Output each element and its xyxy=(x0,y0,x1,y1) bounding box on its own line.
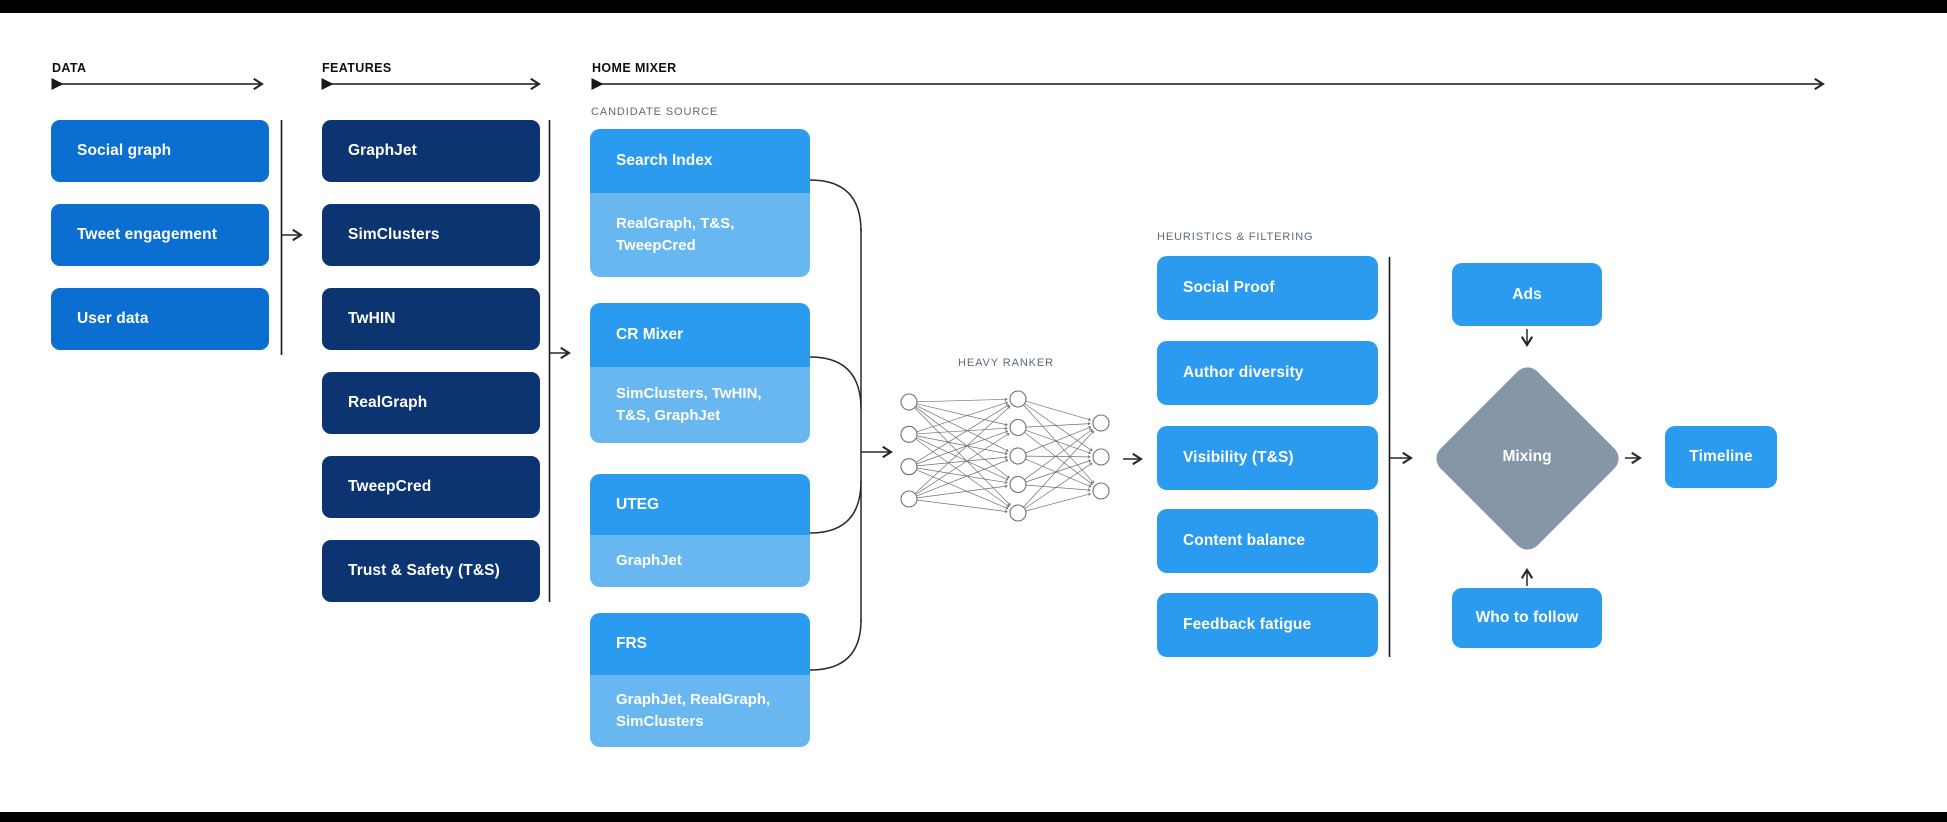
timeline-box: Timeline xyxy=(1665,426,1777,488)
feature-box: GraphJet xyxy=(322,120,540,182)
heuristic-box: Feedback fatigue xyxy=(1157,593,1378,657)
candidate-source-box: FRS GraphJet, RealGraph, SimClusters xyxy=(590,613,810,747)
candidate-subtitle: SimClusters, TwHIN, T&S, GraphJet xyxy=(590,367,810,443)
candidate-title: Search Index xyxy=(590,129,810,193)
candidate-source-box: Search Index RealGraph, T&S, TweepCred xyxy=(590,129,810,277)
heuristic-box: Social Proof xyxy=(1157,256,1378,320)
section-header-features: FEATURES xyxy=(322,61,392,75)
feature-box: TweepCred xyxy=(322,456,540,518)
heuristics-filtering-label: HEURISTICS & FILTERING xyxy=(1157,231,1314,243)
neural-network-edges xyxy=(914,397,1094,514)
data-box: Tweet engagement xyxy=(51,204,269,266)
section-header-data: DATA xyxy=(52,61,87,75)
candidate-subtitle: GraphJet xyxy=(590,535,810,587)
who-to-follow-box: Who to follow xyxy=(1452,588,1602,648)
frs-connector xyxy=(809,619,862,671)
top-letterbox-bar xyxy=(0,0,1947,13)
feature-box: TwHIN xyxy=(322,288,540,350)
candidate-source-box: UTEG GraphJet xyxy=(590,474,810,587)
uteg-connector xyxy=(809,480,862,534)
candidate-title: FRS xyxy=(590,613,810,675)
section-header-home-mixer: HOME MIXER xyxy=(592,61,677,75)
feature-box: Trust & Safety (T&S) xyxy=(322,540,540,602)
cr-mixer-connector xyxy=(809,356,862,410)
candidate-subtitle: GraphJet, RealGraph, SimClusters xyxy=(590,675,810,747)
search-index-connector xyxy=(809,179,862,232)
data-box: User data xyxy=(51,288,269,350)
heuristic-box: Content balance xyxy=(1157,509,1378,573)
mixing-diamond-label: Mixing xyxy=(1502,448,1552,465)
candidate-title: UTEG xyxy=(590,474,810,535)
heavy-ranker-label: HEAVY RANKER xyxy=(958,357,1054,369)
candidate-title: CR Mixer xyxy=(590,303,810,367)
feature-box: SimClusters xyxy=(322,204,540,266)
candidate-subtitle: RealGraph, T&S, TweepCred xyxy=(590,193,810,277)
candidate-source-label: CANDIDATE SOURCE xyxy=(591,106,719,118)
feature-box: RealGraph xyxy=(322,372,540,434)
heuristic-box: Author diversity xyxy=(1157,341,1378,405)
heuristic-box: Visibility (T&S) xyxy=(1157,426,1378,490)
bottom-letterbox-bar xyxy=(0,812,1947,822)
neural-network-nodes xyxy=(900,390,1110,522)
candidate-source-box: CR Mixer SimClusters, TwHIN, T&S, GraphJ… xyxy=(590,303,810,443)
data-box: Social graph xyxy=(51,120,269,182)
ads-box: Ads xyxy=(1452,263,1602,326)
